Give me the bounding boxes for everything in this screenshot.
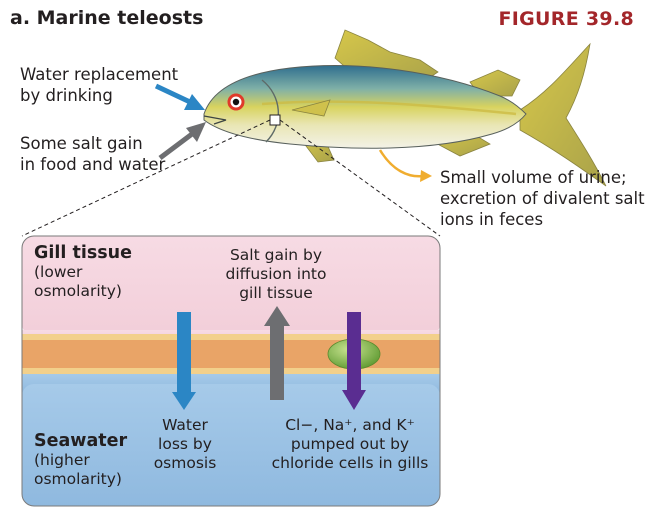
water-loss-arrow: [172, 312, 196, 410]
membrane-top: [22, 334, 440, 340]
gill-highlight-box: [269, 114, 281, 126]
salt-food-arrow: [158, 122, 206, 160]
pectoral-fin: [291, 99, 331, 117]
salt-diffusion-arrow: [264, 306, 290, 400]
urine-arrow: [378, 149, 432, 182]
ion-pump-arrow: [342, 312, 366, 410]
drinking-label: Water replacement by drinking: [20, 65, 179, 105]
figure-label: FIGURE 39.8: [498, 8, 634, 30]
seawater-label: Seawater (higher osmolarity): [34, 431, 128, 489]
water-loss-label: Water loss by osmosis: [153, 416, 217, 472]
panel-title: a. Marine teleosts: [10, 7, 204, 29]
fish: [203, 29, 607, 187]
membrane-bottom: [22, 368, 440, 374]
tail-fin: [519, 42, 607, 187]
gill-tissue-label: Gill tissue (lower osmolarity): [34, 243, 132, 301]
ions-pumped-label: Cl−, Na⁺, and K⁺ pumped out by chloride …: [271, 416, 429, 472]
fish-body: [203, 65, 527, 149]
salt-diffusion-label: Salt gain by diffusion into gill tissue: [225, 246, 327, 302]
drinking-arrow: [154, 83, 205, 110]
gill-panel: [21, 235, 441, 507]
urine-label: Small volume of urine; excretion of diva…: [440, 168, 645, 229]
salt-food-label: Some salt gain in food and water: [20, 134, 166, 174]
